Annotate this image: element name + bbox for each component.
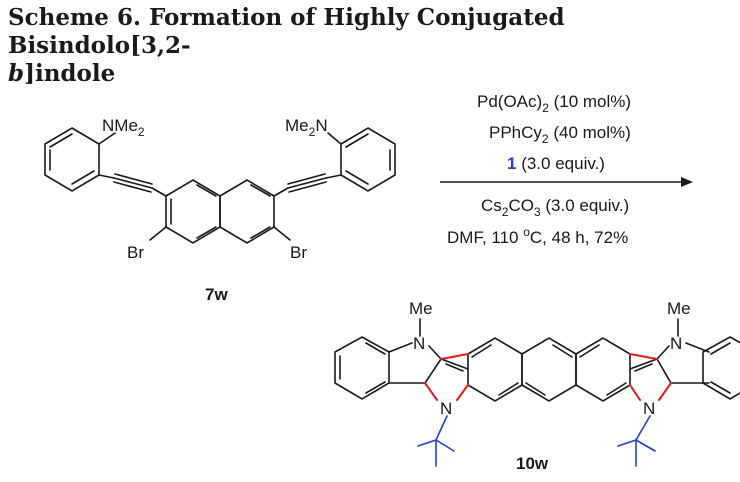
br-left-label: Br: [127, 243, 144, 262]
n-bottom-left-label: N: [440, 399, 452, 418]
naphthalene-core: [165, 179, 275, 244]
reaction-conditions: Pd(OAc)2 (10 mol%) PPhCy2 (40 mol%) 1 (3…: [447, 92, 631, 247]
right-benzene-ring: [340, 127, 396, 192]
reaction-arrow: [440, 177, 693, 187]
n-top-right-label: N: [670, 334, 682, 353]
n-bond-right: [327, 132, 342, 145]
br-right-label: Br: [290, 243, 307, 262]
condition-catalyst: Pd(OAc)2 (10 mol%): [477, 92, 631, 115]
compound-label-7w: 7w: [205, 285, 228, 304]
product-right-pyrrole-upper: [656, 342, 710, 384]
right-alkyne: [273, 173, 342, 197]
product-left-pyrrole-upper: [388, 342, 442, 384]
condition-base: Cs2CO3 (3.0 equiv.): [481, 196, 629, 219]
br-bond-right: [273, 226, 291, 241]
me-left-label: Me: [409, 299, 433, 318]
n-bottom-right-label: N: [643, 399, 655, 418]
product-left-benzene: [334, 336, 390, 400]
n-top-left-label: N: [413, 334, 425, 353]
br-bond-left: [149, 226, 167, 241]
scheme-caption: Scheme 6. Formation of Highly Conjugated…: [8, 4, 736, 88]
tbu-right: [617, 415, 656, 467]
left-benzene-ring: [44, 127, 100, 192]
reactant-7w: [44, 127, 396, 244]
scheme-title-italic: b: [8, 60, 25, 87]
left-alkyne: [98, 173, 167, 197]
product-10w: [334, 318, 740, 402]
condition-ligand: PPhCy2 (40 mol%): [489, 123, 631, 146]
scheme-title-end: ]indole: [24, 60, 116, 87]
compound-label-10w: 10w: [516, 454, 549, 473]
product-right-benzene: [702, 336, 740, 400]
me-right-label: Me: [667, 299, 691, 318]
tbu-left: [417, 415, 455, 467]
condition-reagent: 1 (3.0 equiv.): [507, 154, 605, 173]
condition-solvent-temp: DMF, 110 oC, 48 h, 72%: [447, 225, 628, 247]
nme2-right-label: Me2N: [285, 116, 328, 139]
new-bonds-highlight: [424, 353, 672, 401]
scheme-label: Scheme 6.: [8, 4, 141, 31]
n-bond-left: [98, 132, 116, 145]
tbu-groups: [417, 415, 656, 467]
nme2-left-label: NMe2: [102, 116, 145, 139]
scheme-title: Formation of Highly Conjugated Bisindolo…: [8, 4, 565, 59]
product-anthracene-core: [467, 337, 631, 402]
